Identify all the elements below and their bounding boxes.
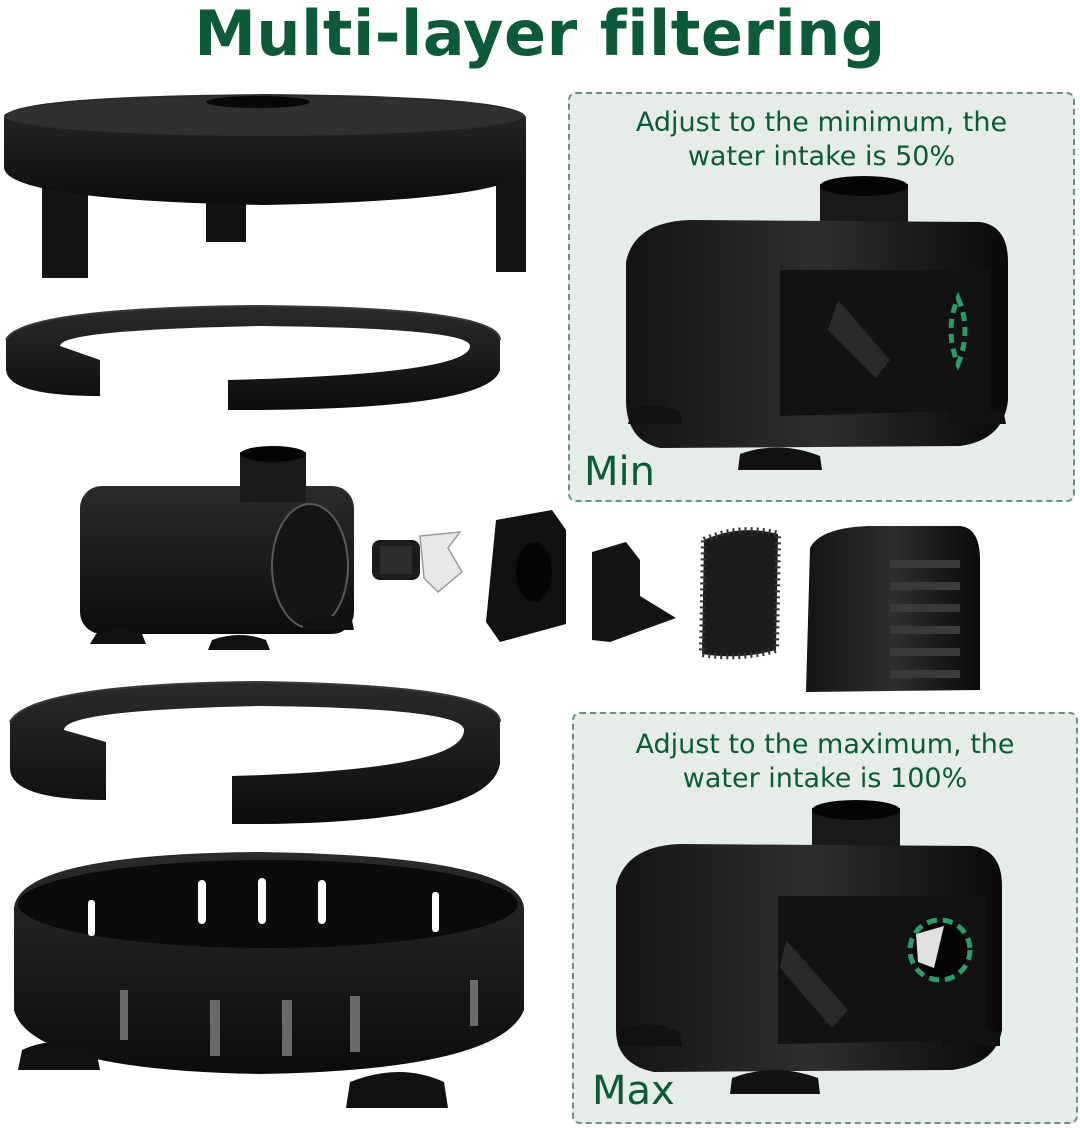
min-caption-line2: water intake is 50%: [687, 141, 956, 172]
slotted-base-basket: [14, 852, 524, 1108]
max-caption-line1: Adjust to the maximum, the: [635, 729, 1015, 760]
max-caption-line2: water intake is 100%: [682, 763, 968, 794]
pump-min-setting: [626, 176, 1008, 470]
flow-adjuster-plate: [486, 510, 566, 642]
filter-sponge: [698, 527, 782, 660]
upper-c-ring: [5, 304, 501, 410]
pump-body: [80, 446, 354, 650]
max-label: Max: [592, 1068, 675, 1114]
min-caption-line1: Adjust to the minimum, the: [635, 107, 1008, 138]
valve-piece: [592, 542, 676, 642]
intake-cover: [806, 526, 980, 692]
top-lid: [4, 94, 526, 278]
lower-c-ring: [9, 680, 501, 824]
impeller: [372, 531, 463, 594]
pump-max-setting: [616, 800, 1002, 1094]
page-title: Multi-layer filtering: [194, 0, 886, 70]
min-label: Min: [584, 449, 655, 495]
